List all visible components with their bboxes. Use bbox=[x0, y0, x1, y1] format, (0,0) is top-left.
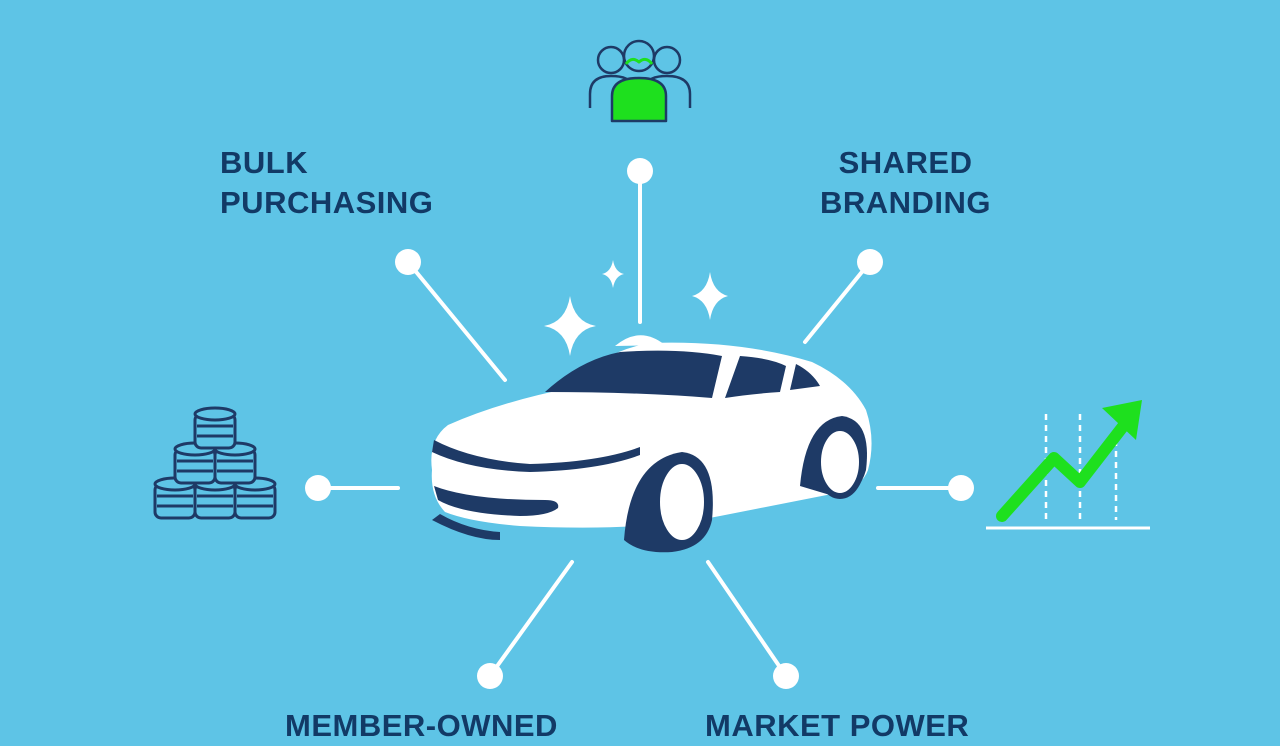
car-rear-wheel bbox=[815, 425, 865, 499]
car-side-window-rear bbox=[790, 364, 820, 390]
dot-lower-left bbox=[477, 663, 503, 689]
car-hood-line bbox=[432, 440, 640, 472]
dot-right bbox=[948, 475, 974, 501]
sparkle-icon-small bbox=[602, 260, 624, 288]
label-market-power-line-1: MARKET POWER bbox=[705, 708, 970, 743]
label-member-owned: MEMBER-OWNED bbox=[285, 706, 558, 746]
car-windshield bbox=[545, 350, 722, 398]
car-icon bbox=[431, 335, 872, 553]
growth-chart-icon bbox=[986, 400, 1150, 530]
dot-lower-right bbox=[773, 663, 799, 689]
dot-upper-left bbox=[395, 249, 421, 275]
label-bulk-purchasing-line-2: PURCHASING bbox=[220, 185, 434, 220]
label-member-owned-line-1: MEMBER-OWNED bbox=[285, 708, 558, 743]
diagram-canvas bbox=[153, 39, 1150, 689]
label-shared-branding-line-1: SHARED bbox=[838, 145, 973, 180]
dot-top bbox=[627, 158, 653, 184]
car-grille bbox=[434, 486, 559, 516]
label-bulk-purchasing-line-1: BULK bbox=[220, 145, 309, 180]
sparkle-icon-large bbox=[544, 296, 596, 356]
label-bulk-purchasing: BULK PURCHASING bbox=[220, 143, 433, 223]
label-shared-branding-line-2: BRANDING bbox=[820, 185, 992, 220]
car-front-bumper-shadow bbox=[432, 514, 500, 540]
sparkle-icon-medium bbox=[692, 272, 728, 320]
dot-upper-right bbox=[857, 249, 883, 275]
car-roof-highlight bbox=[615, 335, 665, 346]
connector-lower-left bbox=[488, 560, 574, 678]
car-front-wheel bbox=[652, 456, 712, 548]
people-group-icon bbox=[588, 39, 692, 123]
label-shared-branding: SHARED BRANDING bbox=[820, 143, 991, 223]
connectors bbox=[316, 170, 962, 678]
connector-upper-right bbox=[803, 260, 872, 344]
dot-left bbox=[305, 475, 331, 501]
car-side-window-front bbox=[725, 356, 786, 398]
coin-stack-icon bbox=[153, 406, 277, 520]
sparkle-icons bbox=[544, 260, 728, 356]
connector-dots bbox=[305, 158, 974, 689]
label-market-power: MARKET POWER bbox=[705, 706, 969, 746]
connector-lower-right bbox=[706, 560, 788, 678]
connector-upper-left bbox=[406, 260, 507, 382]
